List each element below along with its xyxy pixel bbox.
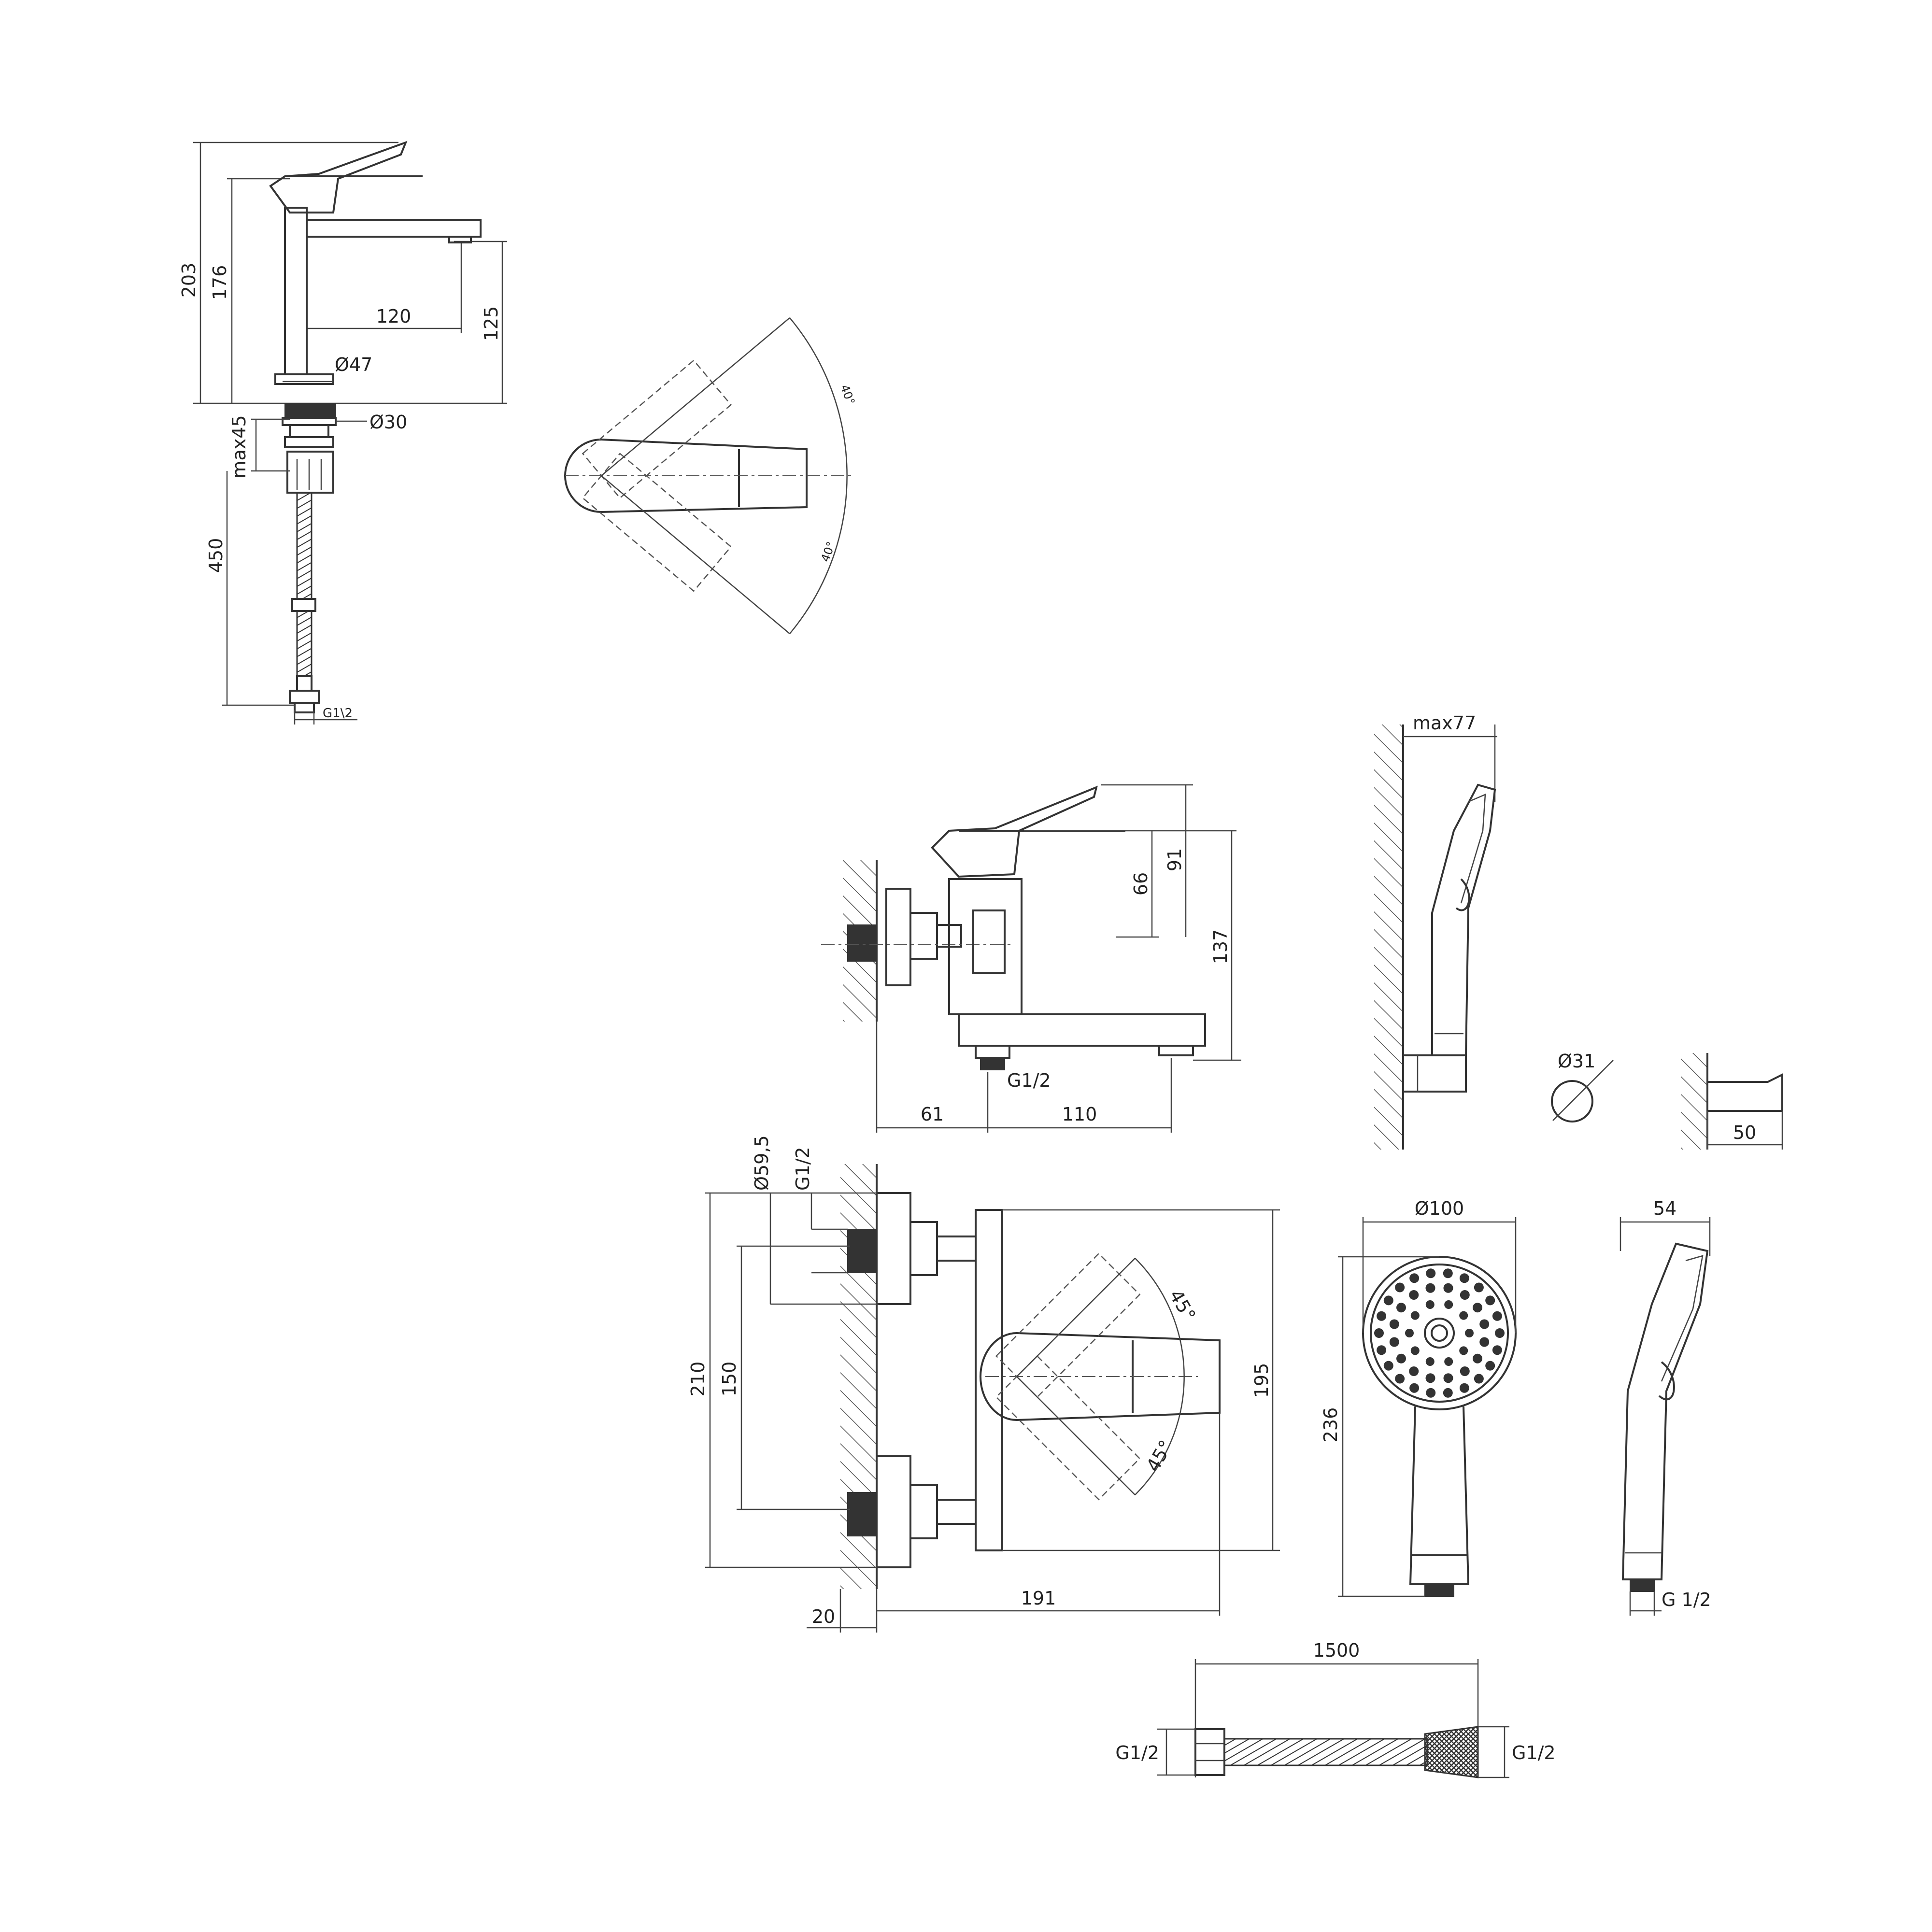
shower-hose: 1500 G1/2 G1/2 bbox=[1115, 1640, 1556, 1778]
nozzle-dot bbox=[1474, 1282, 1484, 1293]
nozzle-dot bbox=[1426, 1268, 1436, 1279]
dim-g12-hose-right: G1/2 bbox=[1512, 1742, 1556, 1763]
bath-mixer-side-view: 66 91 137 G1/2 61 110 bbox=[821, 784, 1241, 1133]
basin-mixer-top-view: 40° 40° bbox=[564, 317, 857, 634]
hand-shower-front: Ø100 236 bbox=[1320, 1198, 1517, 1597]
nozzle-dot bbox=[1410, 1311, 1420, 1320]
nozzle-dot bbox=[1426, 1388, 1436, 1398]
dim-150: 150 bbox=[719, 1362, 740, 1397]
dim-g12-profile: G 1/2 bbox=[1662, 1589, 1711, 1610]
nozzle-dot bbox=[1459, 1311, 1468, 1320]
nozzle-dot bbox=[1396, 1303, 1406, 1313]
bath-mixer-top-view: 45° 45° 210 150 Ø59,5 G1/2 195 20 191 bbox=[687, 1135, 1280, 1633]
dim-g12-basin: G1\2 bbox=[323, 706, 353, 721]
nozzle-dot bbox=[1459, 1273, 1469, 1283]
nozzle-dot bbox=[1443, 1373, 1453, 1383]
nozzle-dot bbox=[1473, 1353, 1482, 1364]
nozzle-dot bbox=[1389, 1319, 1399, 1329]
nozzle-dot bbox=[1459, 1383, 1469, 1393]
nozzle-dot bbox=[1383, 1295, 1393, 1306]
nozzle-dot bbox=[1444, 1300, 1453, 1309]
nozzle-dot bbox=[1443, 1283, 1453, 1293]
dim-54: 54 bbox=[1653, 1198, 1676, 1219]
nozzle-dot bbox=[1443, 1268, 1453, 1279]
nozzle-dot bbox=[1377, 1311, 1387, 1321]
dim-66: 66 bbox=[1130, 872, 1151, 895]
angle-40-top: 40° bbox=[838, 383, 857, 407]
holder-detail: Ø31 50 bbox=[1551, 1051, 1783, 1150]
dim-50: 50 bbox=[1733, 1122, 1756, 1143]
nozzle-dot bbox=[1383, 1361, 1393, 1371]
nozzle-dot bbox=[1409, 1273, 1420, 1283]
nozzle-dot bbox=[1460, 1366, 1470, 1376]
dim-max45: max45 bbox=[228, 415, 250, 478]
dim-1500: 1500 bbox=[1313, 1640, 1360, 1661]
nozzle-dot bbox=[1410, 1346, 1420, 1355]
shower-nozzles bbox=[1374, 1268, 1505, 1398]
nozzle-dot bbox=[1492, 1311, 1502, 1321]
dim-d47: Ø47 bbox=[335, 354, 372, 375]
angle-40-bottom: 40° bbox=[818, 540, 838, 564]
dim-d100: Ø100 bbox=[1415, 1198, 1464, 1219]
nozzle-dot bbox=[1485, 1361, 1495, 1371]
nozzle-dot bbox=[1459, 1346, 1468, 1355]
angle-45-bottom: 45° bbox=[1142, 1436, 1177, 1475]
nozzle-dot bbox=[1395, 1374, 1405, 1384]
nozzle-dot bbox=[1425, 1373, 1435, 1383]
angle-45-top: 45° bbox=[1165, 1286, 1200, 1325]
nozzle-dot bbox=[1396, 1353, 1406, 1364]
dim-g12-bath-top: G1/2 bbox=[792, 1147, 813, 1191]
hand-shower-profile: 54 G 1/2 bbox=[1619, 1198, 1711, 1616]
nozzle-dot bbox=[1479, 1319, 1490, 1329]
dim-20: 20 bbox=[812, 1606, 835, 1627]
nozzle-dot bbox=[1389, 1337, 1399, 1347]
dim-210: 210 bbox=[687, 1362, 709, 1397]
dim-91: 91 bbox=[1164, 848, 1185, 871]
nozzle-dot bbox=[1425, 1357, 1435, 1366]
dim-110: 110 bbox=[1062, 1104, 1097, 1125]
nozzle-dot bbox=[1377, 1345, 1387, 1355]
nozzle-dot bbox=[1444, 1357, 1453, 1366]
dim-203: 203 bbox=[178, 263, 199, 298]
dim-191: 191 bbox=[1021, 1588, 1056, 1609]
dim-61: 61 bbox=[921, 1104, 944, 1125]
nozzle-dot bbox=[1460, 1290, 1470, 1300]
dim-120: 120 bbox=[376, 306, 412, 327]
dim-max77: max77 bbox=[1413, 712, 1476, 734]
nozzle-dot bbox=[1409, 1366, 1419, 1376]
nozzle-dot bbox=[1374, 1328, 1384, 1338]
nozzle-dot bbox=[1473, 1303, 1482, 1313]
nozzle-dot bbox=[1495, 1328, 1505, 1338]
nozzle-dot bbox=[1492, 1345, 1502, 1355]
nozzle-dot bbox=[1395, 1282, 1405, 1293]
nozzle-dot bbox=[1409, 1290, 1419, 1300]
hand-shower-holder-side: max77 bbox=[1374, 712, 1497, 1150]
nozzle-dot bbox=[1425, 1283, 1435, 1293]
dim-176: 176 bbox=[209, 265, 230, 300]
basin-mixer-side-view: 203 176 125 120 Ø47 Ø30 max45 450 G1\2 bbox=[178, 141, 507, 724]
nozzle-dot bbox=[1485, 1295, 1495, 1306]
dim-d31: Ø31 bbox=[1558, 1051, 1595, 1072]
nozzle-dot bbox=[1465, 1329, 1474, 1337]
nozzle-dot bbox=[1474, 1374, 1484, 1384]
dim-137: 137 bbox=[1210, 929, 1231, 965]
dim-d30: Ø30 bbox=[369, 412, 407, 433]
nozzle-dot bbox=[1425, 1300, 1435, 1309]
dim-g12-hose-left: G1/2 bbox=[1115, 1742, 1159, 1763]
dim-g12-bath-side: G1/2 bbox=[1007, 1070, 1051, 1091]
nozzle-dot bbox=[1409, 1383, 1420, 1393]
nozzle-dot bbox=[1405, 1329, 1414, 1337]
dim-125: 125 bbox=[481, 306, 502, 341]
dim-236: 236 bbox=[1320, 1407, 1341, 1443]
dim-195: 195 bbox=[1251, 1363, 1272, 1398]
dim-450: 450 bbox=[205, 538, 227, 573]
nozzle-dot bbox=[1479, 1337, 1490, 1347]
dim-d595: Ø59,5 bbox=[751, 1135, 772, 1191]
nozzle-dot bbox=[1443, 1388, 1453, 1398]
